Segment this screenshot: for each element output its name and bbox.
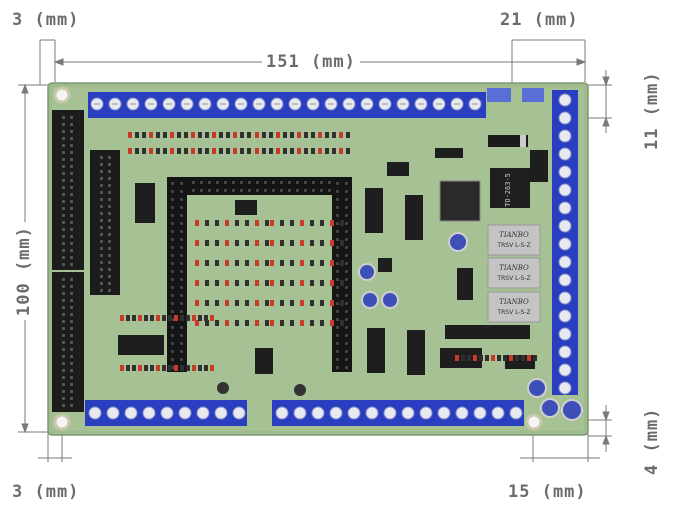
svg-text:TIANBO: TIANBO [499, 298, 529, 306]
diode [488, 135, 528, 147]
relays: TIANBO TRSV L-S-Z TIANBO TRSV L-S-Z TIANBO TR… [487, 224, 541, 323]
breakout-pin-header [167, 177, 352, 372]
top-terminal-block [88, 92, 486, 118]
svg-text:TRSV L-S-Z: TRSV L-S-Z [496, 275, 530, 282]
voltage-regulator: TO-263-5 [490, 168, 530, 208]
dim-right-margin-bottom: 15 (mm) [508, 482, 587, 502]
dim-left-margin-top: 3 (mm) [12, 10, 80, 30]
svg-text:TRSV L-S-Z: TRSV L-S-Z [496, 242, 530, 249]
right-terminal-block [552, 90, 578, 395]
svg-text:TIANBO: TIANBO [499, 231, 529, 239]
idc-headers [52, 110, 120, 412]
dim-board-width: 151 (mm) [262, 52, 360, 72]
capacitors [217, 232, 583, 421]
svg-text:TIANBO: TIANBO [499, 264, 529, 272]
svg-text:TRSV L-S-Z: TRSV L-S-Z [496, 309, 530, 316]
regulator-label: TO-263-5 [504, 173, 512, 207]
smd-components [120, 132, 537, 371]
bottom-terminal-blocks [85, 400, 524, 426]
dim-right-top-offset: 11 (mm) [642, 71, 662, 150]
dim-left-margin-bottom: 3 (mm) [12, 482, 80, 502]
dim-board-height: 100 (mm) [14, 222, 34, 320]
dimension-lines [18, 39, 612, 462]
dip-switches [487, 88, 544, 102]
dim-right-bottom-offset: 4 (mm) [642, 407, 662, 475]
dim-right-margin-top: 21 (mm) [500, 10, 579, 30]
mounting-holes [53, 86, 543, 431]
microcontroller [439, 180, 481, 222]
